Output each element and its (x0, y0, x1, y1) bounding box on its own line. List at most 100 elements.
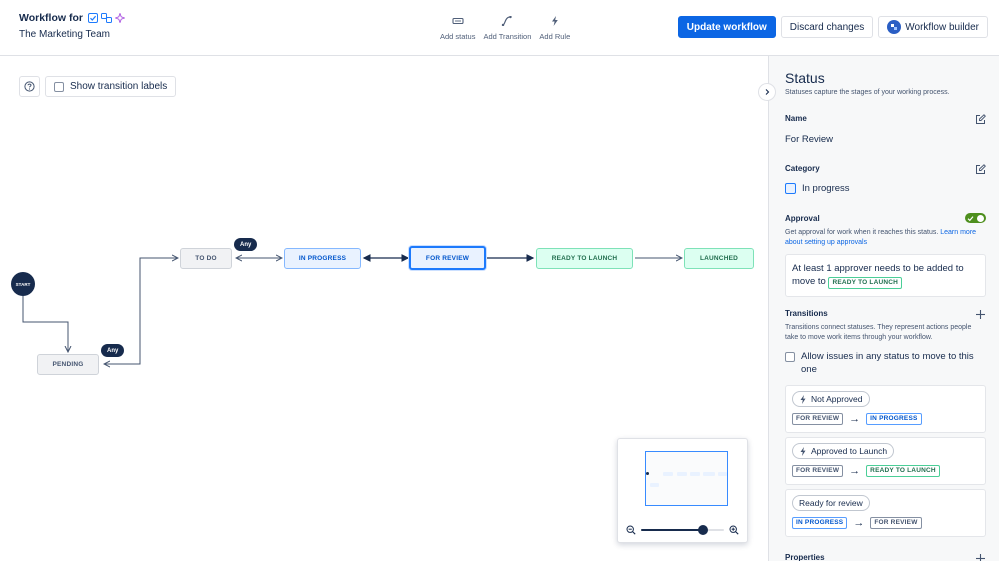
properties-label: Properties (785, 553, 825, 561)
from-status-lozenge: FOR REVIEW (792, 465, 844, 477)
zoom-slider[interactable] (641, 525, 724, 535)
category-color-swatch (785, 183, 796, 194)
any-transition-pill-pending[interactable]: Any (101, 344, 125, 357)
workflow-title: Workflow for (19, 12, 83, 24)
minimap-start-dot (646, 472, 649, 475)
toolbar: Add status Add Transition Add Rule (440, 16, 570, 41)
transition-card-ready-for-review[interactable]: Ready for review IN PROGRESS → FOR REVIE… (785, 489, 986, 537)
approval-target-lozenge: READY TO LAUNCH (828, 277, 903, 289)
arrow-right-icon: → (849, 413, 861, 425)
header-actions: Update workflow Discard changes Workflow… (677, 16, 988, 38)
add-transition-button[interactable]: Add Transition (483, 16, 531, 41)
status-node-in-progress[interactable]: IN PROGRESS (284, 248, 361, 269)
minimap-viewport[interactable] (645, 451, 728, 506)
canvas-controls: Show transition labels (19, 76, 177, 97)
toggle-knob (977, 214, 984, 222)
panel-title: Status (785, 70, 825, 86)
discard-changes-button[interactable]: Discard changes (780, 16, 874, 38)
transition-path: IN PROGRESS → FOR REVIEW (792, 517, 979, 529)
transition-name-pill: Approved to Launch (792, 443, 895, 459)
approval-toggle[interactable] (965, 213, 986, 223)
zoom-in-icon[interactable] (729, 525, 739, 535)
category-value: In progress (802, 183, 850, 194)
add-property-plus-icon[interactable] (975, 553, 986, 561)
add-transition-plus-icon[interactable] (975, 309, 986, 320)
add-rule-label: Add Rule (539, 32, 571, 41)
approval-section: Approval Get approval for work when it r… (785, 213, 986, 297)
status-node-for-review[interactable]: FOR REVIEW (409, 246, 486, 270)
transitions-description: Transitions connect statuses. They repre… (785, 324, 972, 341)
minimap-node (718, 472, 727, 476)
transition-name: Approved to Launch (811, 446, 888, 456)
approval-card-text: At least 1 approver needs to be added to… (792, 263, 964, 287)
minimap-node (650, 483, 659, 487)
name-label: Name (785, 114, 807, 123)
show-transition-labels-toggle[interactable]: Show transition labels (45, 76, 177, 97)
minimap[interactable] (617, 438, 748, 543)
status-node-pending[interactable]: PENDING (37, 354, 99, 375)
zoom-out-icon[interactable] (626, 525, 636, 535)
sparkle-icon (114, 13, 125, 23)
lightning-icon (551, 16, 558, 26)
name-section: Name For Review (785, 114, 986, 145)
status-node-todo[interactable]: TO DO (180, 248, 232, 269)
minimap-node (690, 472, 700, 476)
approval-learn-more-link[interactable]: Learn more about setting up approvals (785, 229, 977, 246)
workflow-canvas[interactable]: Show transition labels START Any Any TO … (0, 56, 768, 561)
chevron-right-icon (765, 89, 770, 95)
allow-any-checkbox[interactable] (785, 352, 795, 362)
properties-section: Properties (785, 553, 986, 561)
transition-path: FOR REVIEW → READY TO LAUNCH (792, 465, 979, 477)
add-status-label: Add status (440, 32, 476, 41)
workflow-builder-button[interactable]: Workflow builder (878, 16, 988, 38)
lightning-icon (800, 446, 806, 456)
edit-name-icon[interactable] (975, 114, 986, 125)
to-status-lozenge: IN PROGRESS (866, 413, 922, 425)
show-labels-checkbox[interactable] (54, 81, 64, 92)
help-button[interactable] (19, 76, 40, 97)
status-node-ready-to-launch[interactable]: READY TO LAUNCH (536, 248, 633, 269)
to-status-lozenge: FOR REVIEW (870, 517, 922, 529)
approval-info-card: At least 1 approver needs to be added to… (785, 254, 986, 297)
any-transition-pill-todo[interactable]: Any (234, 238, 258, 251)
approval-desc-text: Get approval for work when it reaches th… (785, 229, 939, 236)
arrow-right-icon: → (849, 465, 861, 477)
workflow-subtitle: The Marketing Team (19, 29, 110, 40)
arrow-right-icon: → (853, 517, 865, 529)
add-transition-label: Add Transition (483, 32, 532, 41)
panel-description: Statuses capture the stages of your work… (785, 89, 950, 96)
transition-card-not-approved[interactable]: Not Approved FOR REVIEW → IN PROGRESS (785, 385, 986, 433)
category-section: Category In progress (785, 164, 986, 194)
transition-card-approved-to-launch[interactable]: Approved to Launch FOR REVIEW → READY TO… (785, 437, 986, 485)
transition-connectors (22, 254, 768, 561)
transition-path: FOR REVIEW → IN PROGRESS (792, 413, 979, 425)
transitions-label: Transitions (785, 309, 828, 318)
collapse-panel-button[interactable] (758, 83, 776, 101)
transition-name: Not Approved (811, 394, 863, 404)
edit-category-icon[interactable] (975, 164, 986, 175)
add-rule-button[interactable]: Add Rule (539, 16, 570, 41)
name-value[interactable]: For Review (785, 134, 834, 145)
check-icon (967, 215, 974, 221)
connector-pending-todo (104, 258, 178, 364)
start-node[interactable]: START (11, 272, 35, 296)
category-label: Category (785, 164, 820, 173)
workflow-builder-label: Workflow builder (905, 21, 979, 33)
from-status-lozenge: IN PROGRESS (792, 517, 848, 529)
approval-label: Approval (785, 214, 820, 223)
update-workflow-button[interactable]: Update workflow (677, 16, 776, 38)
status-icon (452, 17, 464, 25)
from-status-lozenge: FOR REVIEW (792, 413, 844, 425)
category-value-row[interactable]: In progress (785, 183, 986, 194)
transition-name: Ready for review (799, 498, 863, 508)
lightning-icon (800, 394, 806, 404)
transition-icon (502, 16, 513, 26)
add-status-button[interactable]: Add status (440, 16, 475, 41)
status-node-launched[interactable]: LAUNCHED (684, 248, 754, 269)
allow-any-row[interactable]: Allow issues in any status to move to th… (785, 350, 986, 376)
top-header: Workflow for The Marketing Team Add stat… (0, 0, 999, 56)
approval-description: Get approval for work when it reaches th… (785, 228, 986, 248)
zoom-slider-handle[interactable] (698, 525, 709, 535)
checkbox-task-icon (87, 13, 98, 23)
subtask-icon (100, 13, 112, 23)
